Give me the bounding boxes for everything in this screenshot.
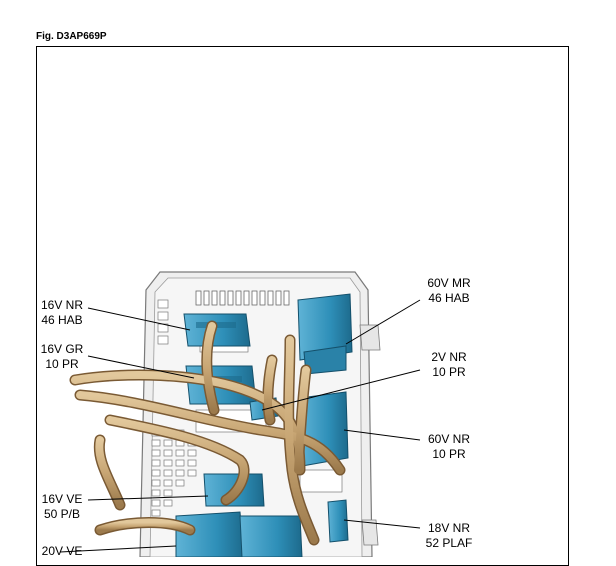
callout-18v-nr-line1: 18V NR [427, 521, 471, 535]
callout-2v-nr-line1: 2V NR [431, 350, 467, 364]
callout-60v-mr-line2: 46 HAB [428, 291, 470, 305]
callout-60v-mr: 60V MR 46 HAB [420, 276, 478, 306]
callout-16v-nr-line1: 16V NR [40, 298, 84, 312]
callout-16v-nr-line2: 46 HAB [41, 313, 83, 327]
callout-60v-nr: 60V NR 10 PR [420, 432, 478, 462]
callout-18v-nr: 18V NR 52 PLAF [420, 521, 478, 551]
connector-18v-nr [327, 499, 349, 543]
leader-lines [59, 299, 421, 553]
callout-60v-nr-line2: 10 PR [432, 447, 466, 461]
wiring-harness [69, 320, 346, 546]
callout-16v-gr: 16V GR 10 PR [37, 342, 87, 372]
callout-2v-nr: 2V NR 10 PR [420, 350, 478, 380]
callout-60v-mr-line1: 60V MR [427, 276, 471, 290]
callout-2v-nr-line2: 10 PR [432, 365, 466, 379]
callout-20v-ve: 20V VE [37, 544, 87, 559]
callout-16v-gr-line1: 16V GR [40, 342, 84, 356]
callout-60v-nr-line1: 60V NR [427, 432, 471, 446]
figure-label: Fig. D3AP669P [36, 31, 107, 42]
connector-60v-mr [297, 293, 353, 375]
callout-16v-nr: 16V NR 46 HAB [37, 298, 87, 328]
callout-16v-gr-line2: 10 PR [45, 357, 79, 371]
callout-16v-ve-line2: 50 P/B [43, 507, 81, 521]
callout-20v-ve-line1: 20V VE [41, 544, 83, 558]
callout-18v-nr-line2: 52 PLAF [425, 536, 473, 550]
callout-16v-ve-line1: 16V VE [41, 492, 83, 506]
connector-20v-ve [175, 511, 303, 557]
callout-16v-ve: 16V VE 50 P/B [37, 492, 87, 522]
connector-16v-nr [183, 313, 251, 347]
